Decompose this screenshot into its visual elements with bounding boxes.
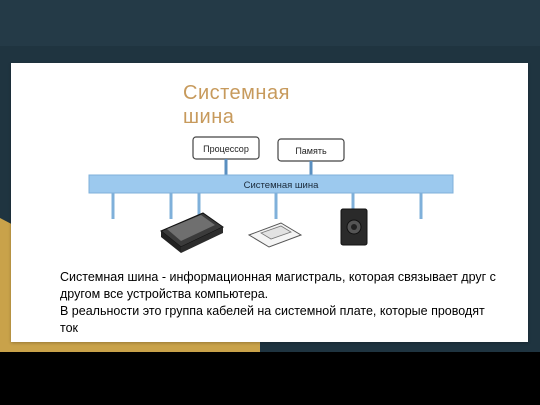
system-bus-diagram: Процессор Память Системная шина <box>88 136 454 253</box>
speaker-icon <box>340 208 368 246</box>
scanner-icon <box>160 212 224 253</box>
system-bus-bar <box>88 174 454 194</box>
caption-line-2: В реальности это группа кабелей на систе… <box>60 304 485 335</box>
bus-label: Системная шина <box>244 180 319 191</box>
memory-label: Память <box>295 146 327 156</box>
slide-caption: Системная шина - информационная магистра… <box>60 269 500 337</box>
mousepad-icon <box>247 222 303 248</box>
content-card: Системная шина Процессор Память Системна… <box>11 63 528 342</box>
bottom-band <box>0 352 540 405</box>
processor-label: Процессор <box>203 144 249 154</box>
bus-drop-lines <box>111 193 423 219</box>
top-band <box>0 0 540 46</box>
caption-line-1: Системная шина - информационная магистра… <box>60 270 496 301</box>
slide-title: Системная шина <box>183 82 290 128</box>
